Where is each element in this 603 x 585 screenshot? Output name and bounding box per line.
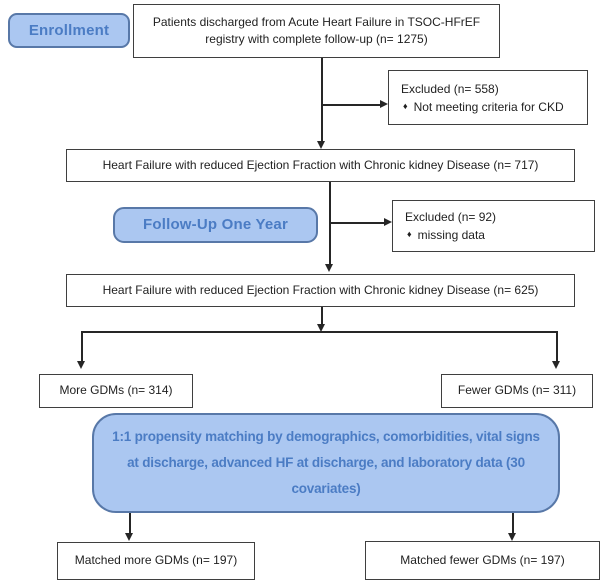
matched-more-gdms-label: Matched more GDMs (n= 197) [74, 553, 238, 568]
enrollment-phase-box: Enrollment [8, 13, 130, 48]
excluded-missing-reason: ♦ missing data [405, 226, 485, 244]
excluded-ckd-box: Excluded (n= 558) ♦ Not meeting criteria… [388, 70, 588, 125]
propensity-matching-box: 1:1 propensity matching by demographics,… [92, 413, 560, 513]
connector-hf625-stem [321, 307, 323, 325]
arrowhead-right-icon [380, 100, 388, 108]
matched-more-gdms-box: Matched more GDMs (n= 197) [57, 542, 255, 580]
arrowhead-right-icon [384, 218, 392, 226]
connector-registry-to-hf717 [321, 58, 323, 142]
excluded-missing-title: Excluded (n= 92) [405, 210, 497, 224]
connector-to-excluded-missing [330, 222, 384, 224]
connector-hf717-to-hf625 [329, 182, 331, 265]
arrowhead-down-icon [77, 361, 85, 369]
excluded-missing-box: Excluded (n= 92) ♦ missing data [392, 200, 595, 252]
registry-box-label: Patients discharged from Acute Heart Fai… [152, 14, 481, 46]
diamond-bullet-icon: ♦ [403, 100, 408, 111]
connector-branch-bar [81, 331, 557, 333]
followup-phase-box: Follow-Up One Year [113, 207, 318, 243]
more-gdms-box: More GDMs (n= 314) [39, 374, 193, 408]
arrowhead-down-icon [325, 264, 333, 272]
registry-box: Patients discharged from Acute Heart Fai… [133, 4, 500, 58]
diamond-bullet-icon: ♦ [407, 229, 412, 240]
fewer-gdms-label: Fewer GDMs (n= 311) [457, 383, 577, 398]
hfref-ckd-717-box: Heart Failure with reduced Ejection Frac… [66, 149, 575, 182]
connector-to-excluded-ckd [322, 104, 381, 106]
propensity-matching-label: 1:1 propensity matching by demographics,… [112, 428, 540, 497]
connector-matching-to-matched-more [129, 513, 131, 534]
connector-matching-to-matched-fewer [512, 513, 514, 534]
arrowhead-down-icon [552, 361, 560, 369]
hfref-ckd-625-label: Heart Failure with reduced Ejection Frac… [102, 282, 539, 297]
excluded-ckd-reason: ♦ Not meeting criteria for CKD [401, 98, 564, 116]
excluded-ckd-title: Excluded (n= 558) [401, 81, 499, 96]
matched-fewer-gdms-label: Matched fewer GDMs (n= 197) [400, 552, 565, 567]
followup-phase-label: Follow-Up One Year [142, 216, 289, 234]
hfref-ckd-625-box: Heart Failure with reduced Ejection Frac… [66, 274, 575, 307]
enrollment-phase-label: Enrollment [28, 21, 110, 39]
arrowhead-down-icon [317, 324, 325, 332]
excluded-ckd-reason-text: Not meeting criteria for CKD [413, 99, 564, 114]
arrowhead-down-icon [317, 141, 325, 149]
excluded-missing-reason-text: missing data [417, 228, 485, 242]
arrowhead-down-icon [125, 533, 133, 541]
matched-fewer-gdms-box: Matched fewer GDMs (n= 197) [365, 541, 600, 580]
hfref-ckd-717-label: Heart Failure with reduced Ejection Frac… [102, 157, 539, 172]
arrowhead-down-icon [508, 533, 516, 541]
more-gdms-label: More GDMs (n= 314) [59, 383, 173, 398]
connector-branch-left [81, 331, 83, 362]
fewer-gdms-box: Fewer GDMs (n= 311) [441, 374, 593, 408]
connector-branch-right [556, 331, 558, 362]
